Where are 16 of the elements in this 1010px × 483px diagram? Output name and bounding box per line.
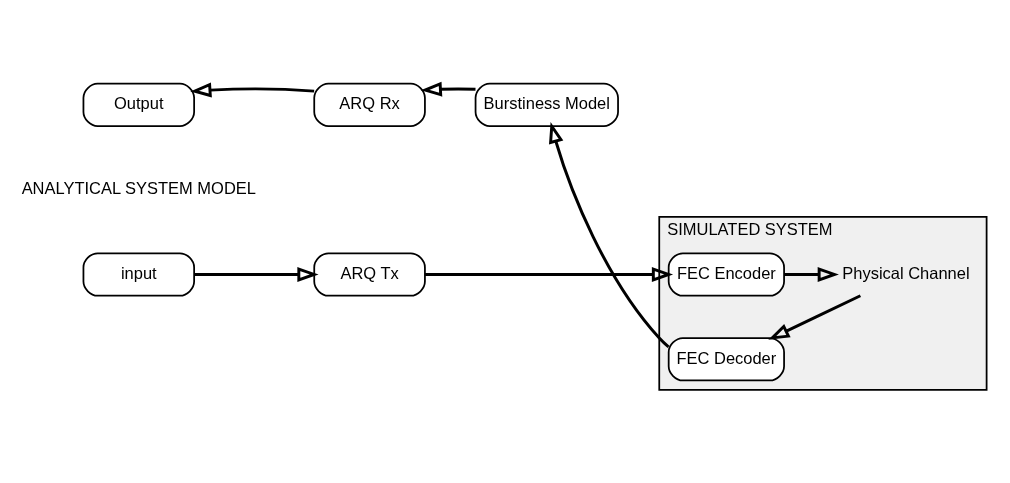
node-box: ARQ Tx: [313, 252, 426, 297]
node-box: ARQ Rx: [313, 82, 426, 127]
node-box: FEC Decoder: [667, 337, 785, 382]
node-box: Output: [82, 82, 195, 127]
arrow: [190, 82, 315, 98]
arrow: [784, 267, 839, 282]
node-box: Burstiness Model: [474, 82, 619, 127]
label: ANALYTICAL SYSTEM MODEL: [21, 179, 256, 198]
node-text: Physical Channel: [842, 263, 970, 282]
node-box: FEC Encoder: [667, 252, 785, 297]
arrow: [549, 121, 670, 349]
arrow: [768, 294, 861, 340]
node-box: input: [82, 252, 195, 297]
arrow: [194, 267, 319, 282]
arrow: [420, 81, 476, 97]
arrow: [424, 267, 674, 282]
